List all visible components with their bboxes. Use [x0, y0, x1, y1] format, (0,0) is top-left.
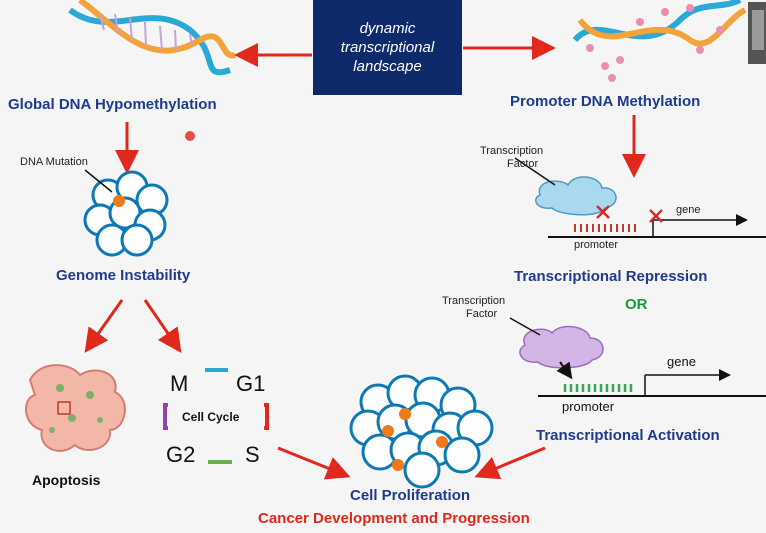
- dna-helix-left: [68, 0, 236, 76]
- cycle-g1: G1: [236, 371, 266, 396]
- cell-cycle-arcs: [163, 368, 269, 464]
- cell-proliferation-label: Cell Proliferation: [350, 487, 471, 504]
- cycle-s: S: [245, 442, 260, 467]
- hypomethylation-label: Global DNA Hypomethylation: [8, 96, 217, 113]
- header-box: dynamic transcriptional landscape: [313, 0, 462, 95]
- arrow-activation-to-proliferation: [474, 446, 546, 480]
- mutated-cell-cluster: [83, 170, 169, 257]
- mutation-spot: [113, 195, 125, 207]
- apoptosis-cell: [25, 364, 126, 452]
- promoter2-label: promoter: [562, 399, 615, 414]
- arrow-instability-to-cycle: [143, 299, 182, 353]
- cycle-g2: G2: [166, 442, 196, 467]
- tf2-line2: Factor: [466, 308, 498, 320]
- repression-label: Transcriptional Repression: [514, 268, 708, 285]
- arrow-instability-to-apoptosis: [84, 299, 124, 353]
- or-label: OR: [625, 296, 648, 313]
- dna-mutation-label: DNA Mutation: [20, 156, 88, 168]
- tf2-label: Transcription Factor: [442, 295, 505, 321]
- header-line-2: transcriptional: [340, 39, 435, 56]
- activation-diagram: [509, 317, 766, 397]
- cell-cycle-label: Cell Cycle: [182, 410, 240, 424]
- tf1-line1: Transcription: [480, 145, 544, 157]
- header-line-1: dynamic: [359, 20, 416, 37]
- mutation-pointer: [84, 169, 113, 193]
- apoptosis-label: Apoptosis: [32, 472, 101, 488]
- activation-label: Transcriptional Activation: [536, 427, 720, 444]
- repression-diagram: [514, 157, 766, 238]
- tf1-label: Transcription Factor: [480, 145, 543, 171]
- cycle-m: M: [170, 371, 189, 396]
- video-thumbnail-figure: [752, 10, 764, 50]
- dna-helix-right: [572, 0, 747, 82]
- tf1-line2: Factor: [506, 158, 539, 170]
- promoter1-label: promoter: [574, 239, 619, 251]
- promoter-methylation-label: Promoter DNA Methylation: [510, 93, 701, 110]
- proliferation-cluster: [349, 374, 494, 489]
- tf2-line1: Transcription: [442, 295, 506, 307]
- arrow-cycle-to-proliferation: [277, 446, 351, 480]
- genome-instability-label: Genome Instability: [56, 267, 191, 284]
- cancer-progression-label: Cancer Development and Progression: [258, 510, 530, 527]
- gene2-label: gene: [667, 354, 696, 369]
- proliferation-mutations: [382, 408, 448, 471]
- gene1-label: gene: [676, 204, 701, 216]
- header-line-3: landscape: [353, 58, 422, 75]
- red-dot: [185, 131, 195, 141]
